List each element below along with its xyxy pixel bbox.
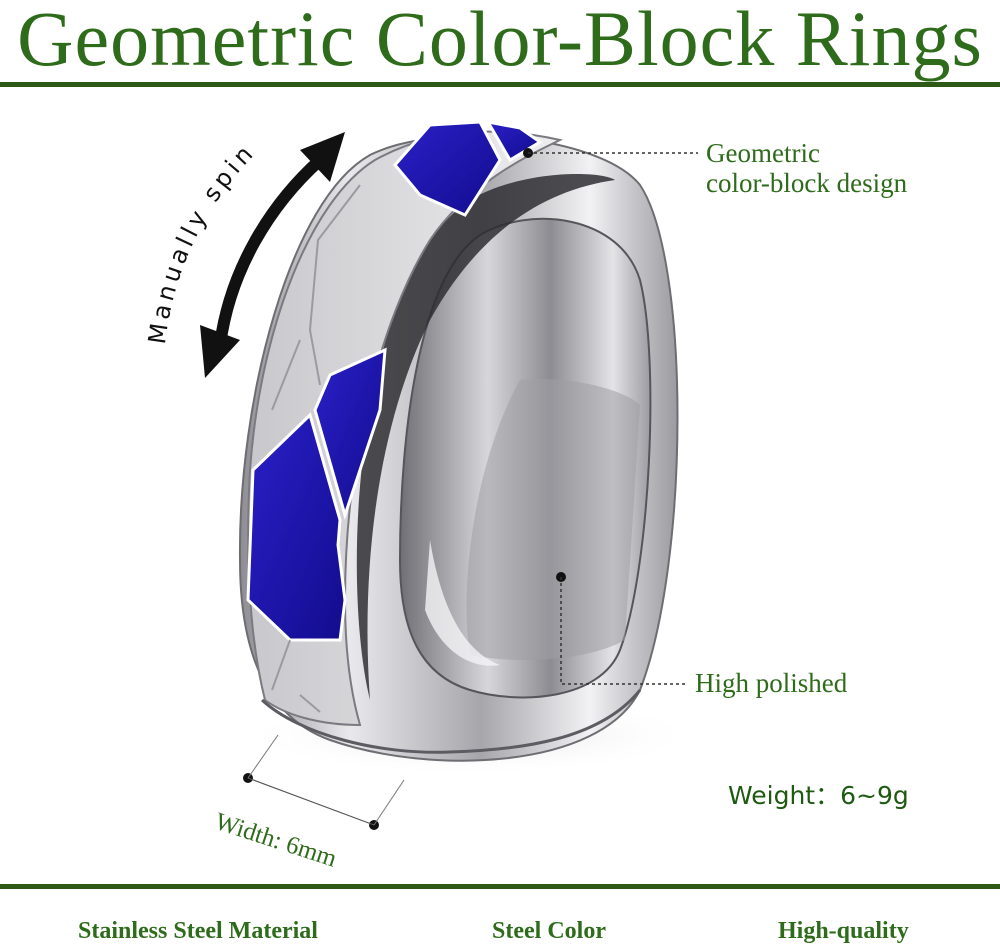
- ring-spinner-groove: [356, 174, 615, 701]
- footer-quality: High-quality: [778, 918, 909, 944]
- blue-block-top-right: [485, 119, 543, 163]
- weight-label: Weight：6~9g: [728, 781, 909, 810]
- spin-label-path: Manually spin: [143, 137, 257, 345]
- spin-arrow-head-bottom: [200, 325, 240, 378]
- ring-inner-highlight: [466, 379, 640, 660]
- geometric-callout-line1: Geometric: [706, 138, 820, 168]
- spin-arrow-curve: [214, 154, 326, 351]
- footer-color: Steel Color: [492, 918, 606, 944]
- footer-material: Stainless Steel Material: [78, 918, 318, 944]
- geometric-callout: Geometric color-block design: [706, 138, 907, 198]
- ring-inner-reflection: [425, 540, 500, 666]
- page-title: Geometric Color-Block Rings: [17, 0, 983, 82]
- ring-bottom-rim: [260, 689, 642, 754]
- width-dimension-line: [247, 777, 375, 826]
- blue-block-top: [393, 120, 502, 217]
- bottom-divider: [0, 884, 1000, 889]
- blue-block-middle: [313, 347, 387, 521]
- geometric-callout-line2: color-block design: [706, 168, 908, 198]
- enamel-divider-lines: [271, 184, 361, 713]
- polished-callout: High polished: [695, 668, 848, 698]
- blue-block-lower: [246, 412, 347, 642]
- top-divider: [0, 82, 1000, 87]
- spin-arrow-head-top: [300, 132, 345, 182]
- spin-label: Manually spin: [143, 137, 261, 345]
- width-extension-left: [247, 734, 279, 779]
- width-extension-right: [373, 779, 405, 826]
